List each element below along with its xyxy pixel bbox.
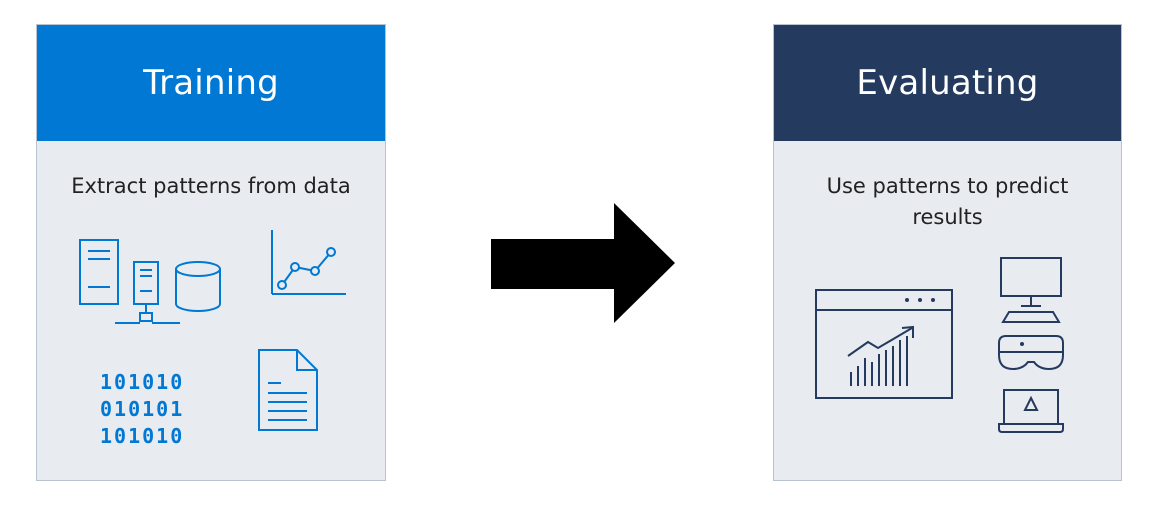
evaluating-card: Evaluating Use patterns to predict resul… xyxy=(773,24,1122,481)
analytics-window-icon xyxy=(815,289,953,399)
binary-line-2: 010101 xyxy=(100,397,185,421)
evaluating-description: Use patterns to predict results xyxy=(826,174,1069,229)
line-chart-icon xyxy=(271,230,346,295)
server-database-icon xyxy=(79,239,221,324)
binary-data-icon: 101010 010101 101010 xyxy=(100,369,184,450)
laptop-icon xyxy=(998,389,1064,433)
document-icon xyxy=(258,349,318,431)
binary-line-1: 101010 xyxy=(100,370,185,394)
training-title: Training xyxy=(37,25,385,141)
desktop-monitor-icon xyxy=(1000,257,1062,323)
training-description: Extract patterns from data xyxy=(71,174,351,198)
binary-line-3: 101010 xyxy=(100,424,185,448)
mixed-reality-headset-icon xyxy=(998,335,1064,371)
right-arrow-icon xyxy=(491,203,675,323)
evaluating-title: Evaluating xyxy=(774,25,1121,141)
